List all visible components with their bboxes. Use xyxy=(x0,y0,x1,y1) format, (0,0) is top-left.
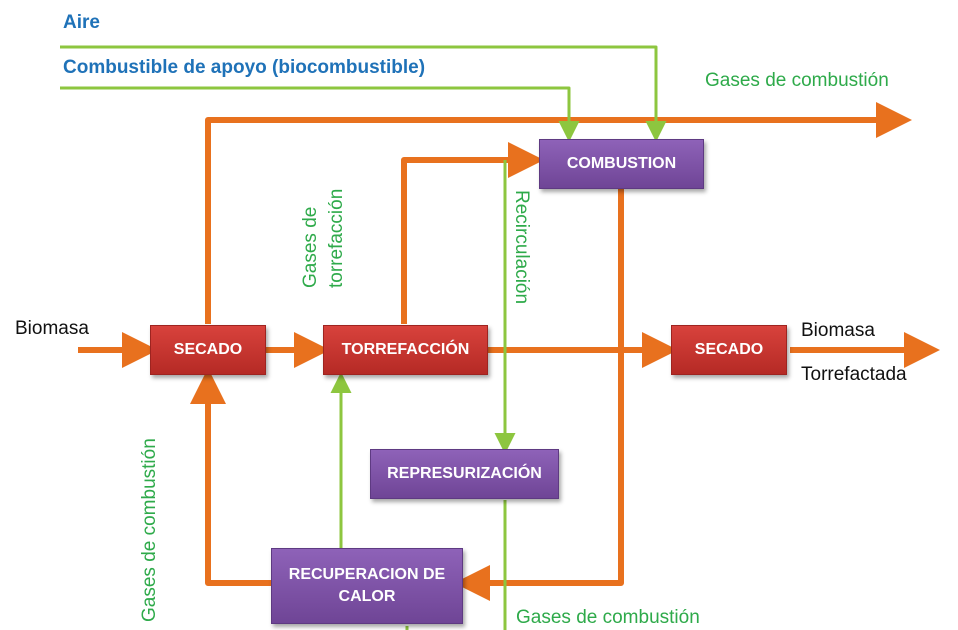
flow-gases-torrefaccion xyxy=(401,142,544,324)
label-recirculacion: Recirculación xyxy=(511,190,532,305)
box-recuperacion-calor: RECUPERACION DE CALOR xyxy=(271,548,463,624)
label-biomasa-out: Biomasa xyxy=(801,320,875,341)
box-torrefaccion: TORREFACCIÓN xyxy=(323,325,488,375)
label-biomasa-in: Biomasa xyxy=(15,318,89,339)
label-gases-combustion-left: Gases de combustión xyxy=(139,438,160,622)
label-gases-combustion-top: Gases de combustión xyxy=(705,70,889,91)
box-recuperacion-line1: RECUPERACION DE xyxy=(288,566,446,583)
label-gases-combustion-bottom: Gases de combustión xyxy=(516,607,700,628)
box-represurizacion: REPRESURIZACIÓN xyxy=(370,449,559,499)
flow-combustion-recuperacion xyxy=(454,188,624,601)
flow-recuperacion-secado xyxy=(190,368,274,586)
flow-gases-combustion-top xyxy=(205,102,912,324)
label-gases-torrefaccion-line1: Gases de xyxy=(300,206,321,288)
box-secado-1: SECADO xyxy=(150,325,266,375)
label-gases-torrefaccion: Gases de torrefacción xyxy=(298,189,350,288)
box-secado-2: SECADO xyxy=(671,325,787,375)
flow-aire xyxy=(60,45,667,142)
label-gases-torrefaccion-line2: torrefacción xyxy=(326,188,347,288)
box-recuperacion-line2: CALOR xyxy=(338,588,396,605)
label-torrefactada: Torrefactada xyxy=(801,364,907,385)
label-combustible-apoyo: Combustible de apoyo (biocombustible) xyxy=(63,57,426,78)
label-aire: Aire xyxy=(63,12,100,33)
box-combustion: COMBUSTION xyxy=(539,139,704,189)
flow-combustible-apoyo xyxy=(60,86,580,142)
